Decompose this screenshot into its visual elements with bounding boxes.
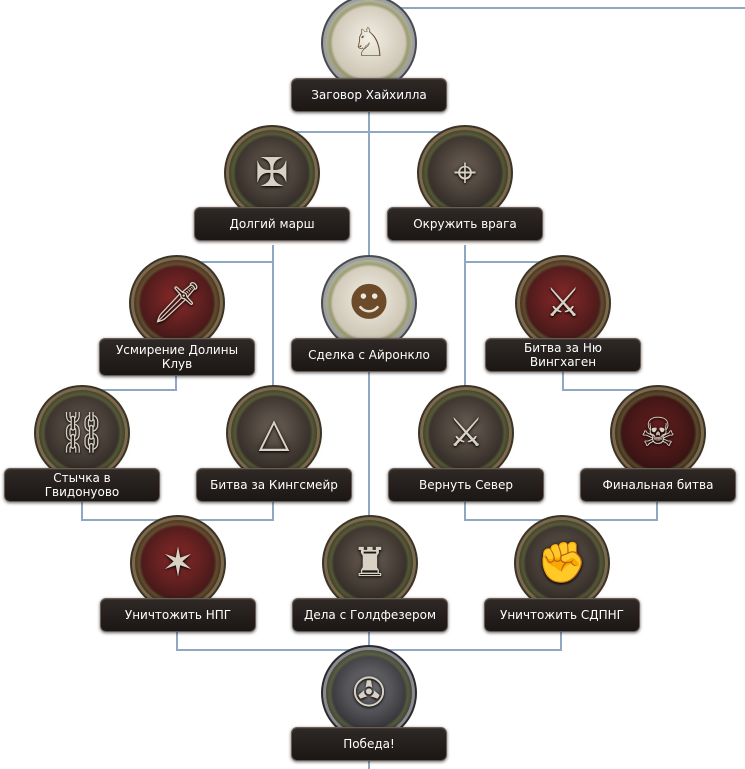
focus-label: Усмирение Долины Клув <box>99 338 255 376</box>
soldier-portrait-icon: ☻ <box>326 260 412 346</box>
focus-label: Уничтожить НПГ <box>100 598 256 632</box>
focus-label: Стычка в Гвидонуово <box>4 468 160 502</box>
focus-label: Уничтожить СДПНГ <box>484 598 640 632</box>
city-icon: ♜ <box>327 520 413 606</box>
gauntlet-icon: ✊ <box>519 520 605 606</box>
focus-label: Битва за Кингсмейр <box>196 468 352 502</box>
bloody-blades-icon: ⚔ <box>520 260 606 346</box>
focus-label: Долгий марш <box>194 207 350 241</box>
eagle-emblem-icon: ✇ <box>326 650 412 736</box>
red-star-icon: ✶ <box>135 520 221 606</box>
skulls-icon: ☠ <box>615 390 701 476</box>
focus-label: Заговор Хайхилла <box>291 78 447 112</box>
focus-label: Окружить врага <box>387 207 543 241</box>
link-top-entry <box>369 0 745 8</box>
focus-label: Битва за Ню Вингхаген <box>485 338 641 372</box>
compass-crossed-icon: ⌖ <box>422 130 508 216</box>
sword-cross-icon: ✠ <box>229 130 315 216</box>
focus-label: Дела с Голдфезером <box>292 598 448 632</box>
bloody-sword-icon: 🗡 <box>134 260 220 346</box>
broken-chain-icon: ⛓ <box>39 390 125 476</box>
griffon-portrait-icon: ♘ <box>326 0 412 86</box>
focus-label: Сделка с Айронкло <box>291 338 447 372</box>
crossed-swords-icon: ⚔ <box>423 390 509 476</box>
focus-label: Вернуть Север <box>388 468 544 502</box>
pyramid-eye-icon: △ <box>231 390 317 476</box>
focus-label: Победа! <box>291 727 447 761</box>
focus-label: Финальная битва <box>580 468 736 502</box>
